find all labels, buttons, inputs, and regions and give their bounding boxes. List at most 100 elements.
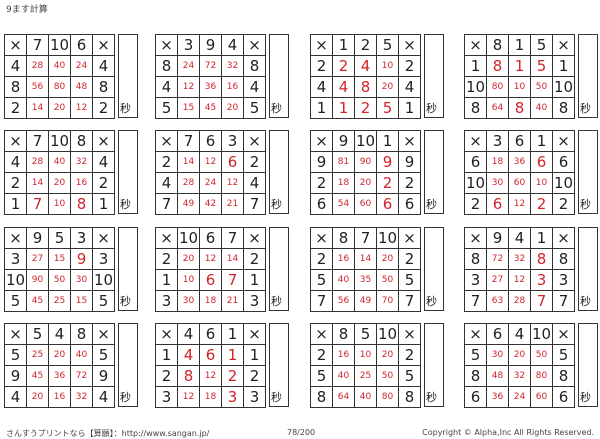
- answer-cell: 20: [177, 248, 200, 270]
- answer-cell: 80: [486, 76, 509, 98]
- time-entry-box: [269, 130, 289, 214]
- side-number-cell: 9: [310, 151, 333, 173]
- side-number-cell: 5: [398, 269, 421, 291]
- seconds-label: 秒: [426, 102, 437, 115]
- side-number-cell: 6: [464, 386, 487, 408]
- side-number-cell: 4: [92, 386, 115, 408]
- side-number-cell: 2: [243, 365, 266, 387]
- operator-cell: ×: [310, 227, 333, 249]
- answer-cell: 50: [376, 269, 399, 291]
- answer-cell: 20: [376, 248, 399, 270]
- time-entry-box: [578, 227, 598, 311]
- side-number-cell: 3: [155, 290, 178, 312]
- answer-cell: 2: [221, 365, 244, 387]
- answer-cell: 6: [486, 193, 509, 215]
- side-number-cell: 8: [464, 365, 487, 387]
- answer-cell: 7: [530, 290, 553, 312]
- answer-cell: 32: [221, 55, 244, 77]
- side-number-cell: 6: [552, 386, 575, 408]
- answer-cell: 15: [177, 97, 200, 119]
- answer-cell: 15: [48, 248, 71, 270]
- answer-cell: 32: [70, 151, 93, 173]
- side-number-cell: 7: [243, 193, 266, 215]
- side-number-cell: 10: [4, 269, 27, 291]
- answer-cell: 63: [486, 290, 509, 312]
- top-number-cell: 1: [332, 34, 355, 56]
- answer-cell: 20: [26, 386, 49, 408]
- operator-cell: ×: [4, 227, 27, 249]
- answer-cell: 20: [48, 172, 71, 194]
- side-number-cell: 8: [552, 365, 575, 387]
- side-number-cell: 8: [4, 76, 27, 98]
- side-number-cell: 7: [155, 193, 178, 215]
- side-number-cell: 1: [92, 193, 115, 215]
- answer-cell: 8: [508, 97, 531, 119]
- answer-cell: 18: [199, 290, 222, 312]
- answer-cell: 32: [70, 386, 93, 408]
- answer-cell: 6: [199, 344, 222, 366]
- operator-cell: ×: [92, 227, 115, 249]
- top-number-cell: 9: [26, 227, 49, 249]
- answer-cell: 20: [221, 97, 244, 119]
- top-number-cell: 5: [26, 323, 49, 345]
- top-number-cell: 4: [48, 323, 71, 345]
- answer-cell: 8: [177, 365, 200, 387]
- answer-cell: 2: [376, 172, 399, 194]
- top-number-cell: 10: [48, 34, 71, 56]
- answer-cell: 16: [221, 76, 244, 98]
- top-number-cell: 3: [177, 34, 200, 56]
- top-number-cell: 5: [354, 323, 377, 345]
- answer-cell: 27: [26, 248, 49, 270]
- top-number-cell: 7: [221, 227, 244, 249]
- top-number-cell: 4: [221, 34, 244, 56]
- side-number-cell: 4: [92, 151, 115, 173]
- answer-cell: 28: [508, 290, 531, 312]
- top-number-cell: 8: [70, 323, 93, 345]
- side-number-cell: 4: [155, 76, 178, 98]
- side-number-cell: 6: [398, 193, 421, 215]
- answer-cell: 32: [508, 365, 531, 387]
- side-number-cell: 8: [552, 97, 575, 119]
- top-number-cell: 7: [354, 227, 377, 249]
- seconds-label: 秒: [271, 198, 282, 211]
- answer-cell: 50: [376, 365, 399, 387]
- side-number-cell: 5: [155, 97, 178, 119]
- side-number-cell: 10: [464, 76, 487, 98]
- top-number-cell: 6: [199, 323, 222, 345]
- seconds-label: 秒: [120, 295, 131, 308]
- answer-cell: 12: [70, 97, 93, 119]
- seconds-label: 秒: [426, 295, 437, 308]
- answer-cell: 40: [530, 97, 553, 119]
- side-number-cell: 4: [4, 55, 27, 77]
- side-number-cell: 5: [464, 344, 487, 366]
- side-number-cell: 8: [155, 55, 178, 77]
- top-number-cell: 7: [26, 130, 49, 152]
- time-entry-box: [578, 34, 598, 118]
- side-number-cell: 2: [92, 172, 115, 194]
- top-number-cell: 5: [530, 34, 553, 56]
- operator-cell: ×: [243, 227, 266, 249]
- seconds-label: 秒: [120, 102, 131, 115]
- time-entry-box: [269, 227, 289, 311]
- answer-cell: 40: [332, 365, 355, 387]
- answer-cell: 25: [26, 344, 49, 366]
- side-number-cell: 2: [310, 55, 333, 77]
- answer-cell: 7: [26, 193, 49, 215]
- time-entry-box: [118, 323, 138, 407]
- answer-cell: 4: [332, 76, 355, 98]
- answer-cell: 24: [508, 386, 531, 408]
- seconds-label: 秒: [120, 391, 131, 404]
- answer-cell: 16: [70, 172, 93, 194]
- seconds-label: 秒: [271, 295, 282, 308]
- answer-cell: 48: [486, 365, 509, 387]
- answer-cell: 45: [199, 97, 222, 119]
- top-number-cell: 1: [530, 227, 553, 249]
